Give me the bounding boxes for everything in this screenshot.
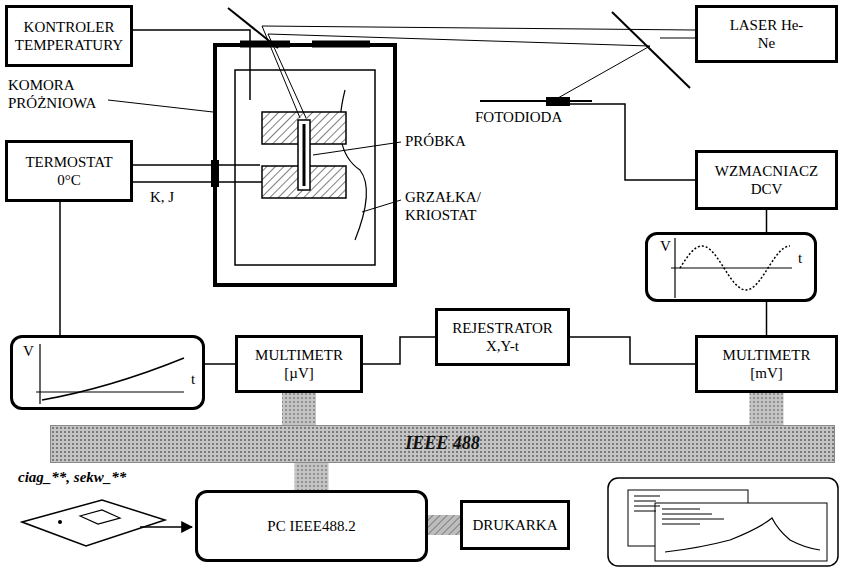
- photodiode: [546, 97, 570, 106]
- bus-link: [282, 393, 316, 425]
- floppy-hole: [58, 520, 62, 524]
- heater-cryostat: [235, 70, 375, 265]
- chamber-window: [240, 41, 370, 48]
- feedthrough: [211, 160, 219, 187]
- box-label: MULTIMETR [mV]: [707, 346, 827, 382]
- bus-link: [295, 463, 329, 490]
- box-label: PC IEEE488.2: [267, 517, 355, 535]
- axis: [671, 267, 792, 268]
- controller-box: KONTROLER TEMPERATURY: [5, 5, 133, 67]
- data-arrow: [140, 526, 192, 528]
- scope-screen: Vt: [10, 335, 205, 410]
- box-label: DRUKARKA: [472, 516, 557, 534]
- bus-label: IEEE 488: [405, 433, 480, 455]
- sample: [298, 120, 310, 190]
- axis-label: t: [191, 370, 195, 388]
- floppy-disk: [22, 500, 165, 546]
- ieee-bus: IEEE 488: [50, 425, 835, 463]
- axis: [39, 344, 40, 404]
- axis-label: V: [23, 342, 34, 360]
- recorder-box: REJESTRATOR X,Y-t: [435, 308, 570, 366]
- printout-frame: [608, 478, 838, 566]
- box-label: REJESTRATOR X,Y-t: [443, 319, 563, 355]
- printout-page: [655, 503, 827, 561]
- laser-box: LASER He-Ne: [695, 5, 838, 63]
- leader-line: [108, 100, 213, 112]
- box-label: LASER He-Ne: [727, 16, 807, 52]
- thermo-voltage-trace: [42, 358, 184, 400]
- file-names-label: ciag_**, sekw_**: [18, 468, 126, 486]
- scope-screen: Vt: [645, 232, 817, 302]
- signal-wire: [766, 210, 768, 232]
- box-label: TERMOSTAT 0°C: [14, 153, 124, 189]
- signal-wire: [205, 363, 235, 365]
- multimeter-box: MULTIMETR [µV]: [235, 335, 363, 393]
- signal-wire: [59, 202, 61, 335]
- axis-label: t: [798, 249, 802, 267]
- reflected-beam: [268, 34, 650, 118]
- printer-box: DRUKARKA: [460, 500, 570, 550]
- computer-box: PC IEEE488.2: [195, 490, 428, 562]
- mirror: [228, 8, 278, 48]
- floppy-window: [80, 510, 120, 524]
- thermocouple-wire: [133, 164, 260, 166]
- thermocouple-label: K, J: [150, 188, 174, 206]
- box-label: MULTIMETR [µV]: [244, 346, 354, 382]
- heater-wire: [133, 30, 250, 100]
- thermocouple-wire: [133, 181, 262, 183]
- signal-wire: [570, 104, 695, 180]
- laser-beam: [262, 26, 695, 118]
- photodiode-label: FOTODIODA: [475, 108, 562, 126]
- axis-label: V: [660, 237, 671, 255]
- signal-wire: [363, 337, 435, 364]
- axis: [36, 391, 184, 392]
- signal-wire: [766, 302, 768, 335]
- photodiode-mount: [480, 100, 592, 102]
- chamber-label: KOMORA PRÓŻNIOWA: [8, 76, 118, 112]
- box-label: KONTROLER TEMPERATURY: [8, 18, 130, 54]
- heater-label: GRZAŁKA/ KRIOSTAT: [405, 188, 505, 224]
- box-label: WZMACNIACZ DCV: [707, 162, 827, 198]
- printout-curve: [665, 518, 820, 552]
- leader-line: [313, 142, 401, 155]
- bus-link: [750, 393, 784, 425]
- amplifier-box: WZMACNIACZ DCV: [695, 150, 838, 210]
- sample-strip: [303, 124, 306, 186]
- multimeter-box: MULTIMETR [mV]: [695, 335, 838, 393]
- laser-beam: [660, 38, 695, 39]
- thermostat-box: TERMOSTAT 0°C: [5, 140, 133, 202]
- sample-label: PRÓBKA: [405, 132, 466, 150]
- printer-cable: [428, 515, 460, 535]
- printout-text-lines: [634, 496, 724, 524]
- beam-splitter: [612, 12, 690, 88]
- interference-trace: [680, 246, 790, 290]
- signal-wire: [570, 337, 695, 364]
- leader-line: [362, 200, 401, 212]
